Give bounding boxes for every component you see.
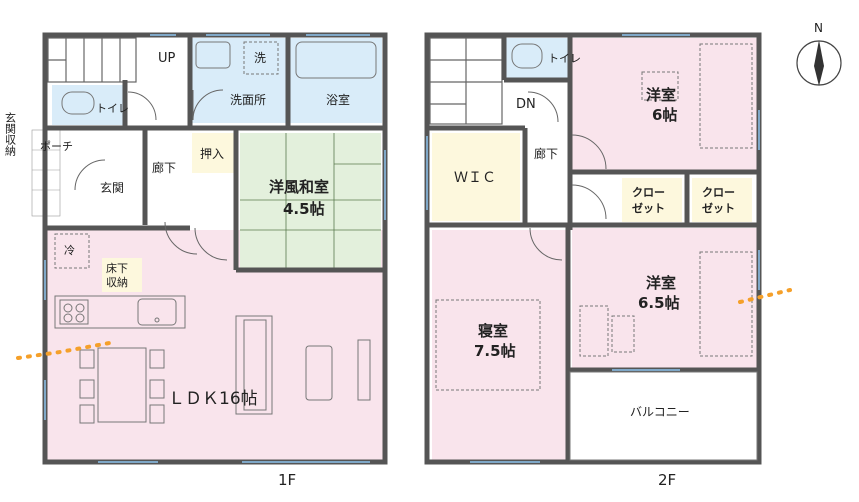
north-arrow-icon bbox=[814, 40, 824, 86]
floor-1-label: 1F bbox=[278, 471, 296, 489]
japanese-room-name: 洋風和室 bbox=[269, 178, 329, 196]
porch-label: ポーチ bbox=[40, 140, 73, 153]
underfloor-label-1: 床下 bbox=[106, 261, 128, 275]
bedroom-size: 7.5帖 bbox=[474, 342, 516, 360]
closet1-label-1: クロー bbox=[632, 186, 665, 199]
washer-label: 洗 bbox=[254, 51, 266, 65]
toilet-2f-label: トイレ bbox=[548, 52, 581, 65]
western-b-size: 6.5帖 bbox=[638, 294, 680, 312]
stairs-up-label: UP bbox=[158, 51, 176, 66]
bathtub-icon bbox=[295, 41, 377, 79]
closet2-label-2: ゼット bbox=[702, 201, 735, 215]
fridge-label: 冷 bbox=[64, 244, 75, 257]
compass-north-label: N bbox=[814, 21, 823, 35]
dining-set bbox=[79, 347, 165, 424]
windows-1f bbox=[44, 34, 386, 463]
boundary-dots-left bbox=[16, 340, 117, 360]
closet2-label-1: クロー bbox=[702, 186, 735, 199]
japanese-room-fill bbox=[240, 133, 381, 268]
entrance-label: 玄関 bbox=[100, 180, 124, 195]
balcony-area bbox=[569, 371, 758, 461]
doors-2f bbox=[527, 91, 607, 261]
compass bbox=[796, 40, 842, 86]
furniture-2f bbox=[435, 43, 753, 391]
washroom-label: 洗面所 bbox=[230, 93, 266, 107]
hall-1f-label: 廊下 bbox=[152, 160, 176, 175]
stairs-2f bbox=[429, 37, 503, 125]
western-b-fill bbox=[572, 228, 757, 368]
stove-icon bbox=[59, 299, 89, 325]
western-a-size: 6帖 bbox=[652, 106, 677, 124]
doors-1f bbox=[74, 89, 228, 261]
kitchen-counter bbox=[54, 295, 186, 329]
toilet-2f-fill bbox=[506, 38, 568, 78]
stairs-1f bbox=[47, 37, 137, 83]
floor-1 bbox=[31, 32, 388, 465]
bath-fill bbox=[290, 38, 382, 123]
toilet-icon bbox=[61, 91, 95, 115]
wic-fill bbox=[432, 133, 520, 221]
bath-label: 浴室 bbox=[326, 92, 350, 107]
toilet-2f-icon bbox=[511, 43, 543, 69]
bed-a bbox=[699, 43, 753, 149]
wet-fixtures bbox=[61, 41, 377, 115]
tatami-grid bbox=[240, 133, 381, 268]
bed-b bbox=[699, 251, 753, 357]
oshiire-fill bbox=[192, 133, 236, 173]
wic-label: ＷＩＣ bbox=[454, 170, 496, 186]
western-a-name: 洋室 bbox=[646, 86, 676, 104]
underfloor-fill bbox=[102, 258, 142, 292]
washroom-fill bbox=[192, 38, 286, 123]
closet2-fill bbox=[692, 178, 752, 222]
western-b-name: 洋室 bbox=[646, 274, 676, 292]
boundary-dots-right bbox=[738, 288, 792, 304]
hall-2f-label: 廊下 bbox=[534, 146, 558, 161]
walls-2f bbox=[424, 32, 762, 465]
genkan-storage-label: 玄関収納 bbox=[4, 111, 17, 157]
windows-2f bbox=[426, 34, 760, 463]
bed-bedroom bbox=[435, 299, 541, 391]
basin-icon bbox=[195, 41, 231, 69]
closet1-fill bbox=[622, 178, 682, 222]
bedroom-name: 寝室 bbox=[478, 322, 508, 340]
underfloor-label-2: 収納 bbox=[106, 276, 128, 289]
oshiire-label: 押入 bbox=[200, 147, 224, 161]
floor-2 bbox=[424, 32, 762, 465]
sink-icon bbox=[137, 298, 177, 326]
toilet-1f-label: トイレ bbox=[96, 102, 129, 115]
living-furniture bbox=[235, 315, 371, 415]
japanese-room-size: 4.5帖 bbox=[283, 200, 325, 218]
closet1-label-2: ゼット bbox=[632, 201, 665, 215]
ldk-label: ＬＤＫ16帖 bbox=[168, 389, 258, 409]
floor-2-label: 2F bbox=[658, 471, 676, 489]
bedroom-fill bbox=[432, 230, 567, 462]
stairs-down-label: DN bbox=[516, 97, 536, 112]
balcony-label: バルコニー bbox=[630, 405, 690, 419]
washer-space bbox=[243, 41, 279, 75]
western-a-fill bbox=[572, 38, 757, 170]
toilet-fill bbox=[52, 85, 124, 125]
fridge-space bbox=[54, 233, 90, 269]
